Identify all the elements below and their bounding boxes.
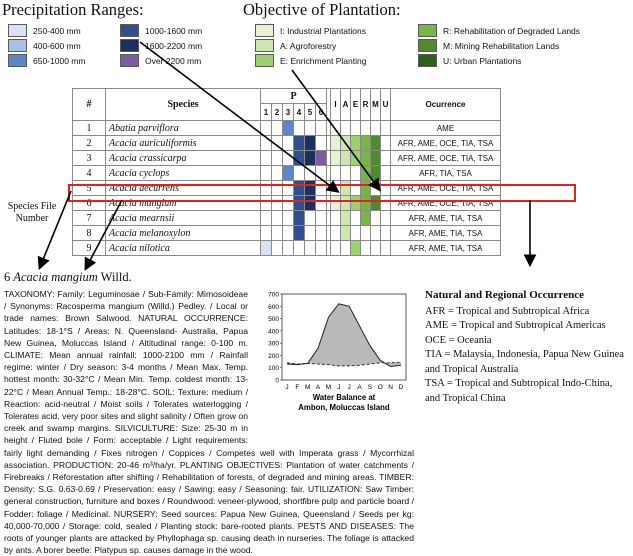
occurrence-ame: AME = Tropical and Subtropical Americas (425, 320, 606, 331)
swatch-over-2200 (120, 54, 139, 67)
month-label: A (357, 384, 362, 391)
swatch-400-600 (8, 39, 27, 52)
species-table: # Species P I A E R M U Ocurrence 1 2 3 … (72, 87, 501, 256)
month-label: F (295, 384, 299, 391)
legend-label-400-600: 400-600 mm (33, 41, 81, 51)
occurrence-title: Natural and Regional Occurrence (425, 289, 584, 301)
occurrence-afr: AFR = Tropical and Subtropical Africa (425, 305, 590, 317)
y-tick-label: 500 (268, 316, 279, 323)
swatch-industrial (255, 24, 274, 37)
species-doc-text: TAXONOMY: Family: Leguminosae / Sub-Fami… (4, 289, 414, 556)
legend-label-1000-1600: 1000-1600 mm (145, 26, 203, 36)
legend-label-urban: U: Urban Plantations (443, 56, 522, 66)
legend-label-rehabilitation: R: Rehabilitation of Degraded Lands (443, 26, 581, 36)
legend-label-industrial: I: Industrial Plantations (280, 26, 366, 36)
chart-caption-1: Water Balance at (313, 393, 376, 402)
species-doc-number: 6 (4, 270, 11, 284)
objective-legend-title: Objective of Plantation: (243, 0, 401, 19)
row-highlight-box (68, 184, 576, 202)
y-tick-label: 0 (275, 378, 279, 385)
swatch-1600-2200 (120, 39, 139, 52)
arrow-precip-to-row (139, 41, 340, 193)
legend-label-enrichment: E: Enrichment Planting (280, 56, 367, 66)
y-tick-label: 400 (268, 328, 279, 335)
swatch-mining (418, 39, 437, 52)
arrow-objective-to-row (291, 69, 381, 192)
y-tick-label: 600 (268, 304, 279, 311)
month-label: O (378, 384, 383, 391)
col-header-species: Species (105, 88, 261, 121)
swatch-rehabilitation (418, 24, 437, 37)
y-tick-label: 300 (268, 341, 279, 348)
month-label: J (348, 384, 351, 391)
swatch-urban (418, 54, 437, 67)
chart-caption-2: Ambon, Moluccas Island (298, 403, 390, 412)
month-label: M (305, 384, 310, 391)
surplus-area (287, 303, 401, 367)
row-number: 9 (72, 240, 106, 256)
evapotranspiration-line (286, 361, 402, 367)
legend-label-over-2200: Over 2200 mm (145, 56, 202, 66)
rainfall-line (286, 303, 402, 368)
occurrence-oce: OCE = Oceania (425, 334, 492, 346)
species-file-label-line1: Species File (7, 201, 57, 212)
y-tick-label: 100 (268, 365, 279, 372)
species-file-label-line2: Number (15, 213, 49, 224)
occurrence-cell: AFR, AME, TIA, TSA (390, 240, 501, 256)
y-tick-label: 200 (268, 353, 279, 360)
occurrence-tia: TIA = Malaysia, Indonesia, Papua New Gui… (425, 349, 624, 375)
swatch-agroforestry (255, 39, 274, 52)
col-header-precipitation: P (260, 87, 327, 105)
occurrence-tsa: TSA = Tropical and Subtropical Indo-Chin… (425, 378, 613, 404)
month-label: J (337, 384, 340, 391)
y-tick-label: 700 (268, 292, 279, 299)
legend-label-mining: M: Mining Rehabilitation Lands (443, 41, 560, 51)
swatch-250-400 (8, 24, 27, 37)
arrow-file-number (37, 190, 72, 270)
occurrence-panel: Natural and Regional Occurrence AFR = Tr… (425, 288, 630, 406)
col-header-occurrence: Ocurrence (390, 88, 501, 121)
month-label: M (326, 384, 331, 391)
month-label: A (316, 384, 321, 391)
legend-label-agroforestry: A: Agroforestry (280, 41, 337, 51)
month-label: S (368, 384, 373, 391)
species-file-label: Species File Number (5, 201, 59, 225)
precipitation-legend-title: Precipitation Ranges: (2, 0, 144, 19)
legend-label-650-1000: 650-1000 mm (33, 56, 86, 66)
legend-label-1600-2200: 1600-2200 mm (145, 41, 203, 51)
arrow-species-name (84, 199, 123, 271)
species-doc-heading: 6 Acacia mangium Willd. (4, 270, 132, 285)
month-label: N (388, 384, 393, 391)
month-label: J (285, 384, 288, 391)
swatch-enrichment (255, 54, 274, 67)
swatch-1000-1600 (120, 24, 139, 37)
swatch-650-1000 (8, 54, 27, 67)
legend-label-250-400: 250-400 mm (33, 26, 81, 36)
species-doc-name: Acacia mangium (13, 270, 98, 284)
month-label: D (399, 384, 404, 391)
col-header-number: # (72, 88, 106, 121)
species-doc-author: Willd. (100, 270, 132, 284)
